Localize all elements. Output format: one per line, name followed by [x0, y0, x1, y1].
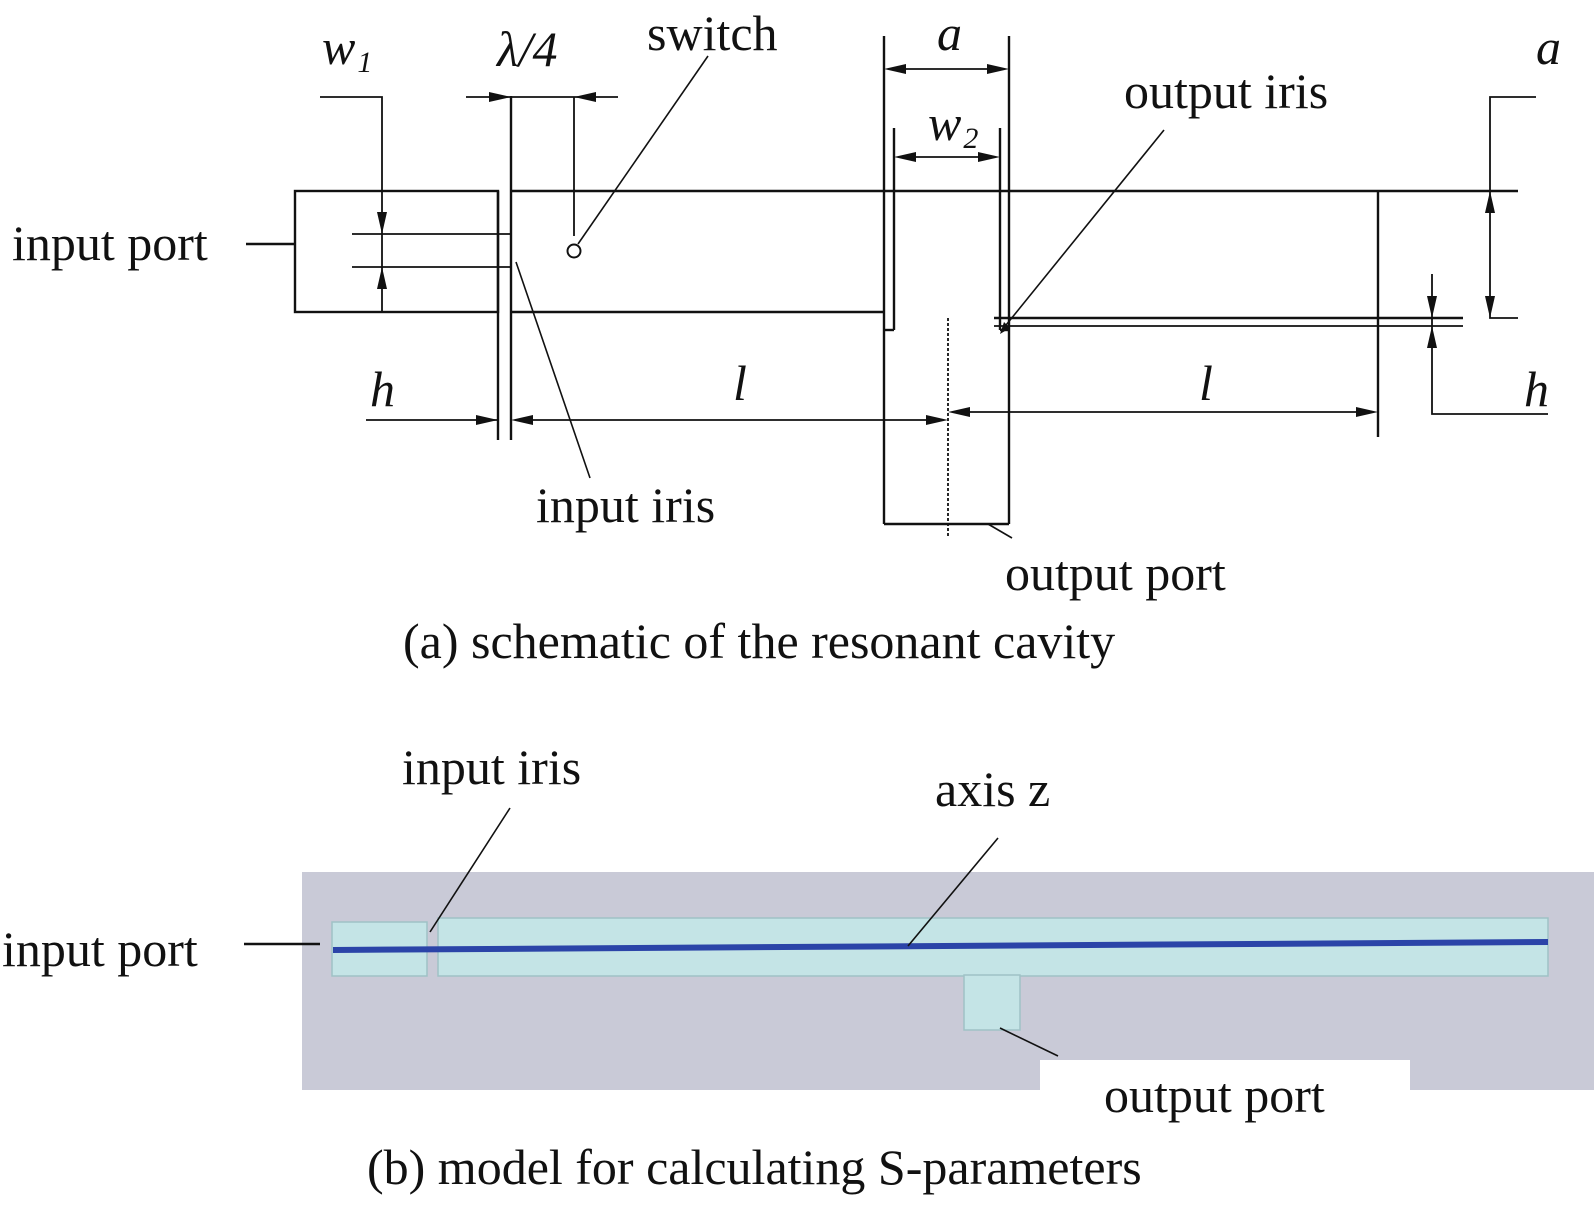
switch-icon — [566, 243, 582, 259]
label-switch: switch — [647, 5, 778, 61]
l-left-arrow-right — [926, 415, 948, 425]
label-input-port-b: input port — [2, 921, 198, 977]
s-parameter-model: input iris axis z input port output port… — [2, 739, 1594, 1195]
label-input-port: input port — [12, 215, 208, 271]
h-right-extension — [1431, 274, 1548, 415]
caption-a: (a) schematic of the resonant cavity — [403, 613, 1115, 669]
model-output-branch — [963, 974, 1021, 1031]
h-right-arrow-down — [1427, 296, 1437, 318]
w1-arrow-down — [377, 212, 387, 234]
h-left-arrow-out — [511, 415, 533, 425]
input-iris-leader — [515, 261, 591, 479]
l-right-arrow-right — [1356, 407, 1378, 417]
h-right-arrow-up — [1427, 326, 1437, 348]
label-a-right: a — [1536, 19, 1561, 75]
a-right-arrow-down — [1485, 296, 1495, 318]
label-lambda-quarter: λ/4 — [495, 21, 558, 77]
h-left-arrow — [476, 415, 498, 425]
lambda-arrow-right — [574, 92, 596, 102]
label-a-top: a — [937, 5, 962, 61]
model-label-cutout — [1040, 1060, 1410, 1100]
w1-arrow-up — [377, 267, 387, 289]
label-h-right: h — [1524, 361, 1549, 417]
a-right-arrow-up — [1485, 191, 1495, 213]
label-l-right: l — [1199, 355, 1213, 411]
label-output-port-b: output port — [1104, 1067, 1325, 1123]
caption-b: (b) model for calculating S-parameters — [367, 1139, 1142, 1195]
a-top-arrow-left — [884, 64, 906, 74]
lambda-arrow-left — [489, 92, 511, 102]
label-input-iris-a: input iris — [536, 477, 715, 533]
label-axis-z: axis z — [935, 761, 1050, 817]
switch-leader — [577, 55, 709, 245]
axis-z-leader — [907, 837, 999, 947]
schematic-resonant-cavity: input port w1 λ/4 switch a w2 output iri… — [12, 5, 1561, 669]
label-h-left: h — [370, 361, 395, 417]
w2-arrow-left — [894, 152, 916, 162]
l-right-arrow-left — [948, 407, 970, 417]
label-l-left: l — [733, 355, 747, 411]
output-iris-leader-tip — [1000, 322, 1010, 334]
output-iris-leader — [1001, 129, 1165, 331]
a-top-arrow-right — [987, 64, 1009, 74]
w1-extension — [320, 96, 383, 312]
label-output-iris: output iris — [1124, 63, 1328, 119]
w2-arrow-right — [978, 152, 1000, 162]
label-output-port-a: output port — [1005, 545, 1226, 601]
output-port-leader — [987, 523, 1013, 539]
input-port-box — [293, 189, 500, 314]
a-right-extension — [1489, 96, 1536, 319]
model-background — [302, 872, 1594, 1090]
label-w2: w2 — [928, 95, 978, 155]
output-port-leader-b — [999, 1027, 1059, 1057]
label-w1: w1 — [322, 19, 372, 79]
label-input-iris-b: input iris — [402, 739, 581, 795]
input-iris-leader-b — [429, 807, 511, 933]
model-axis-z — [332, 939, 1549, 953]
